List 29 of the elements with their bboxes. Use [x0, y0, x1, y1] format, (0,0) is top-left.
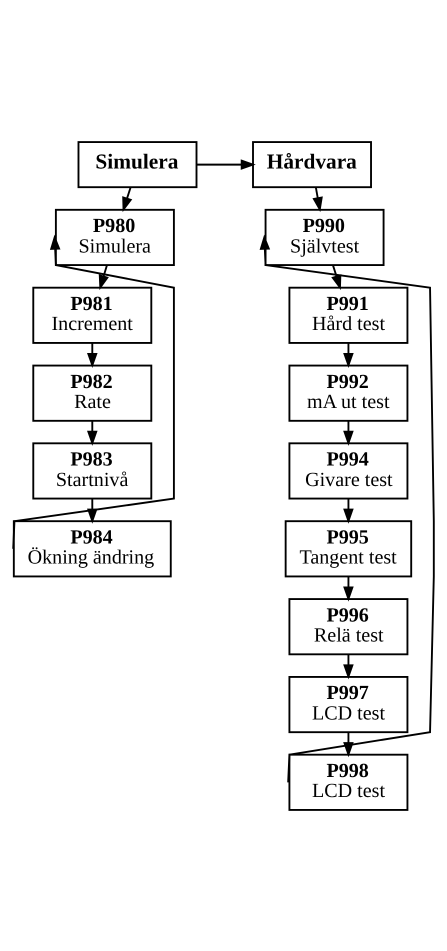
arrow	[260, 234, 435, 782]
node-box: P983 Startnivå	[32, 442, 152, 500]
arrow	[312, 186, 323, 212]
arrow	[87, 420, 98, 446]
arrow	[98, 264, 109, 290]
node-box: P980 Simulera	[54, 208, 175, 266]
node-box: P990 Självtest	[264, 208, 385, 266]
node-box: P991 Hård test	[288, 286, 408, 344]
arrow	[343, 342, 354, 368]
arrow	[343, 576, 354, 602]
arrow	[343, 498, 354, 524]
node-box: P995 Tangent test	[284, 520, 412, 577]
node-box: P998 LCD test	[288, 753, 408, 810]
node-box: P996 Relä test	[288, 598, 408, 655]
node-box: P982 Rate	[32, 364, 152, 422]
node-box: P994 Givare test	[288, 442, 408, 500]
arrow	[343, 420, 354, 446]
arrow	[343, 654, 354, 679]
node-box: P981 Increment	[32, 286, 152, 344]
node-box: P992 mA ut test	[288, 364, 408, 422]
arrow	[122, 186, 132, 212]
node-box: Simulera	[78, 140, 198, 188]
arrow	[87, 342, 98, 368]
arrow	[196, 158, 256, 170]
node-box: P984 Ökning ändring	[12, 520, 172, 577]
arrow	[12, 234, 175, 548]
node-box: Hårdvara	[252, 140, 372, 188]
node-box: P997 LCD test	[288, 675, 408, 733]
arrow	[331, 264, 342, 290]
